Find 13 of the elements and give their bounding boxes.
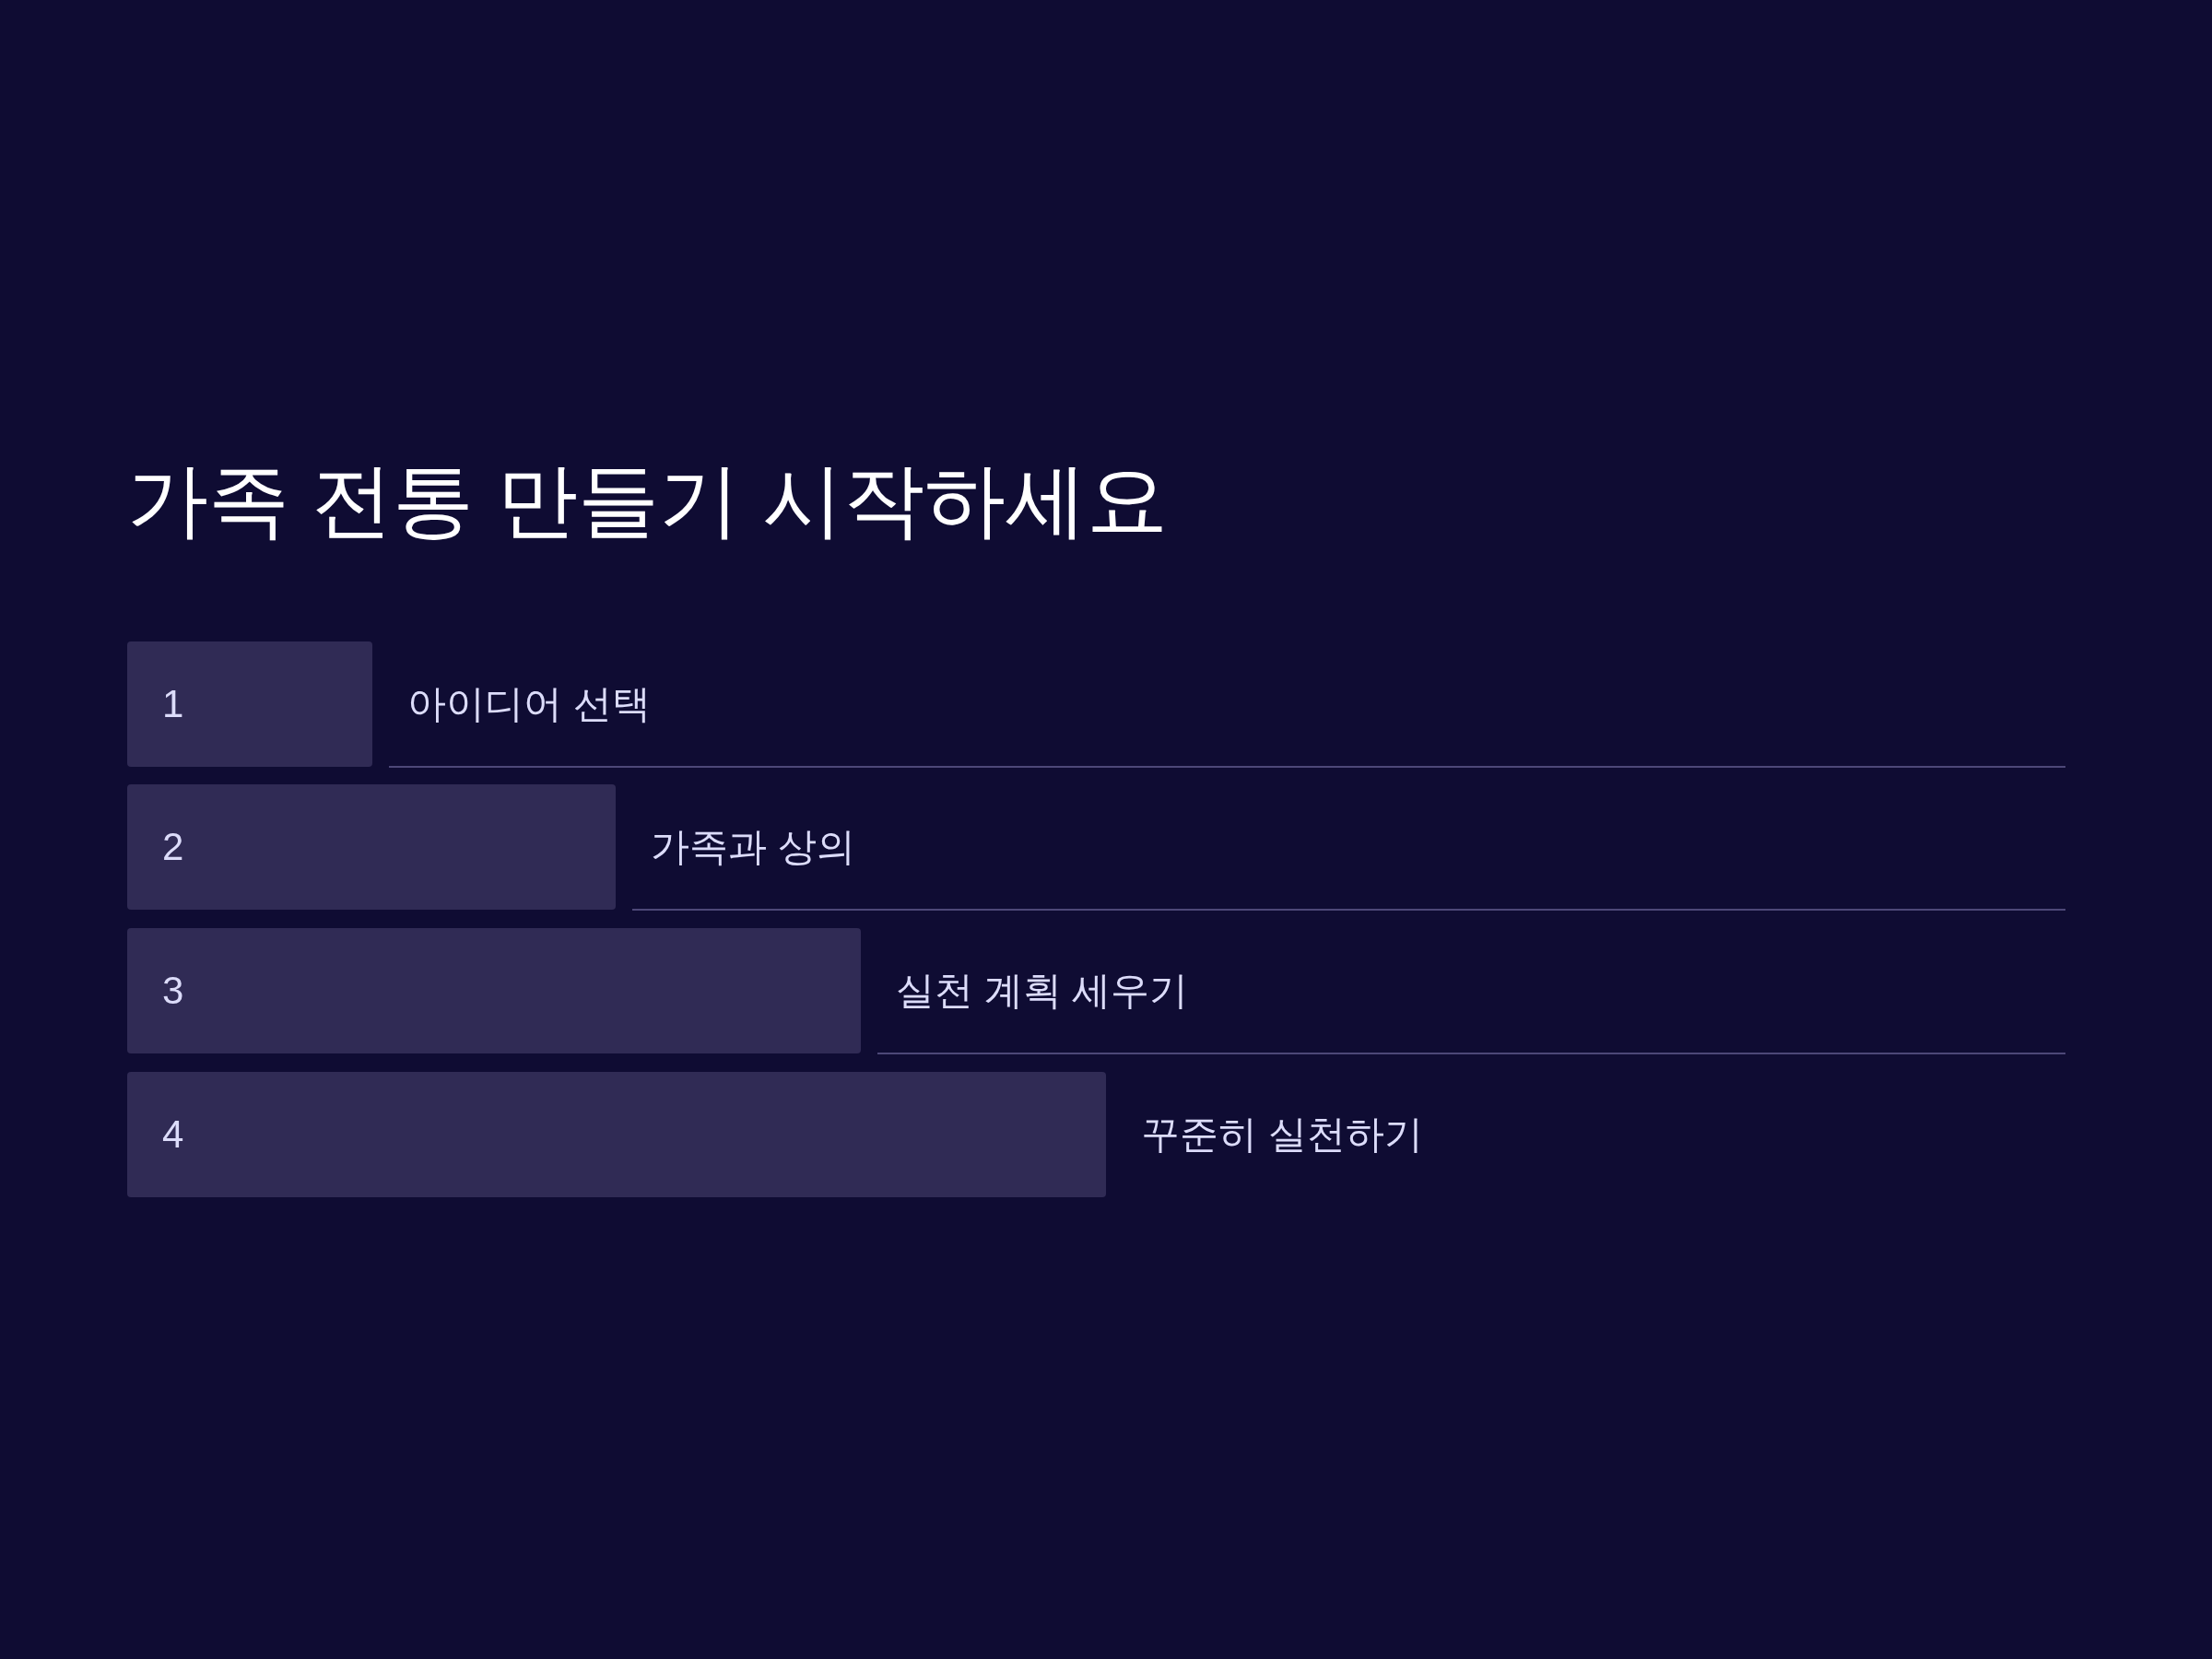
step-bar (127, 641, 372, 767)
title: 가족 전통 만들기 시작하세요 (127, 453, 1169, 547)
step-label: 실천 계획 세우기 (896, 968, 1189, 1014)
step-number: 3 (162, 971, 184, 1010)
step-number: 4 (162, 1115, 184, 1154)
step-label: 꾸준히 실천하기 (1141, 1112, 1423, 1158)
step-bar (127, 1072, 1106, 1197)
step-bar (127, 784, 616, 910)
step-number: 1 (162, 685, 184, 724)
step-label: 아이디어 선택 (407, 681, 651, 727)
step-label: 가족과 상의 (651, 824, 855, 870)
step-number: 2 (162, 828, 184, 866)
step-bar (127, 928, 861, 1053)
